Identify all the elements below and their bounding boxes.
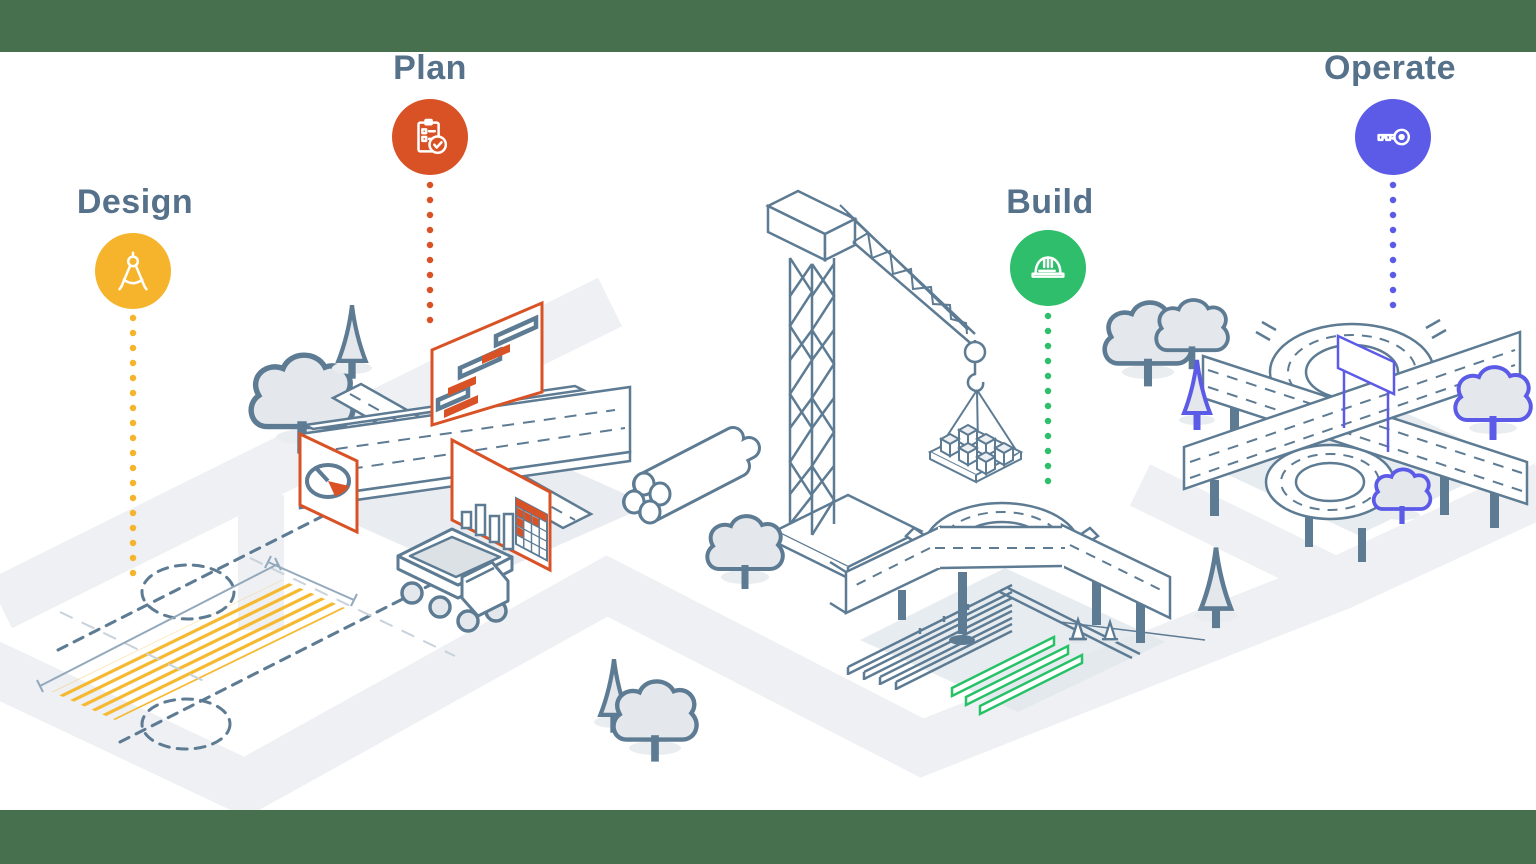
dump-truck bbox=[396, 527, 514, 633]
operate-interchange bbox=[1182, 318, 1529, 562]
green-beams bbox=[950, 634, 1084, 717]
letterbox-top-bar bbox=[0, 0, 1536, 52]
steel-girders bbox=[846, 583, 1206, 691]
purple-tree bbox=[1455, 367, 1530, 440]
clipboard-check-icon bbox=[417, 118, 448, 155]
build-interchange bbox=[829, 501, 1206, 717]
design-dimension-lines bbox=[36, 555, 358, 693]
operate-phase-badge bbox=[1355, 99, 1431, 175]
tower-crane bbox=[765, 189, 1024, 581]
drafting-compass-icon bbox=[118, 251, 148, 291]
operate-sign bbox=[1336, 334, 1396, 452]
tree bbox=[614, 681, 697, 761]
phase-label-plan: Plan bbox=[393, 49, 467, 87]
design-dashed-loop bbox=[140, 563, 236, 621]
phase-label-operate: Operate bbox=[1324, 49, 1456, 87]
hard-hat-icon bbox=[1031, 256, 1065, 278]
trees bbox=[594, 300, 1531, 762]
design-dashed-road-edge bbox=[56, 475, 402, 652]
block-pallet bbox=[927, 423, 1024, 484]
phase-leader-lines bbox=[129, 181, 1397, 589]
plan-gantt-board bbox=[430, 300, 544, 428]
plan-phase-badge bbox=[392, 99, 468, 175]
phase-label-design: Design bbox=[76, 183, 194, 221]
design-phase-badge bbox=[95, 233, 171, 309]
letterbox-bottom-bar bbox=[0, 810, 1536, 864]
key-icon bbox=[1377, 128, 1411, 146]
tree bbox=[707, 516, 782, 589]
plan-pie-board bbox=[298, 431, 359, 535]
pipe-stack bbox=[622, 426, 761, 525]
plan-barchart-board bbox=[450, 437, 552, 573]
design-dashed-road-edge bbox=[118, 567, 464, 744]
phase-label-build: Build bbox=[1006, 183, 1094, 221]
build-phase-badge bbox=[1010, 230, 1086, 306]
traffic-cone bbox=[1069, 615, 1087, 644]
design-hatched-area bbox=[52, 580, 345, 720]
design-dashed-loop bbox=[140, 697, 232, 751]
design-sketch bbox=[36, 475, 464, 751]
traffic-cone bbox=[1101, 618, 1119, 644]
plan-scene bbox=[251, 300, 632, 633]
